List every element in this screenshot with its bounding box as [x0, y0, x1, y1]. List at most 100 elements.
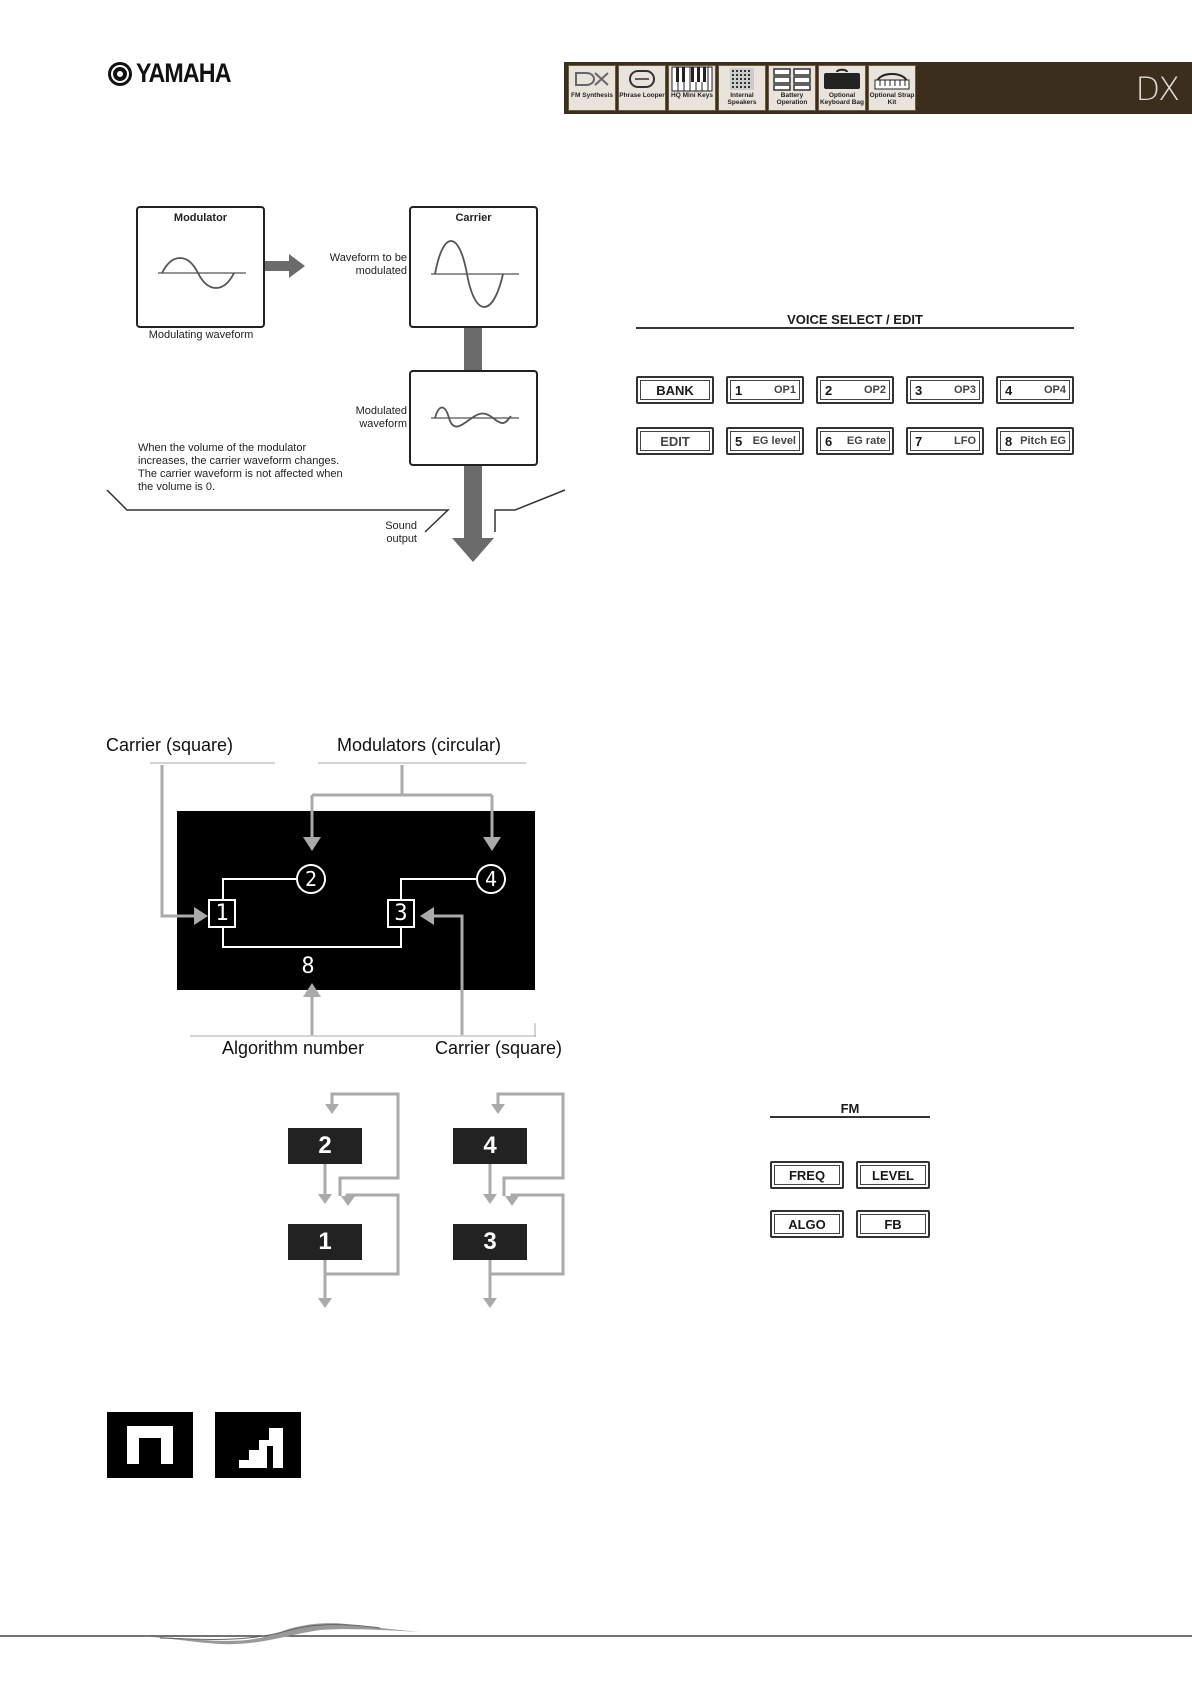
op3-button[interactable]: 3 OP3: [906, 376, 984, 404]
lfo-button[interactable]: 7 LFO: [906, 427, 984, 455]
eg-level-button[interactable]: 5 EG level: [726, 427, 804, 455]
op4-button[interactable]: 4 OP4: [996, 376, 1074, 404]
button-label: LEVEL: [872, 1167, 914, 1183]
button-number: 7: [915, 433, 923, 449]
bank-button[interactable]: BANK: [636, 376, 714, 404]
op1-button[interactable]: 1 OP1: [726, 376, 804, 404]
eg-rate-button[interactable]: 6 EG rate: [816, 427, 894, 455]
carrier-label-top: Carrier (square): [106, 735, 234, 755]
tile-keyboard-bag: Optional Keyboard Bag: [818, 65, 866, 111]
voice-panel-title: VOICE SELECT / EDIT: [787, 312, 923, 327]
button-function: Pitch EG: [1020, 435, 1066, 447]
feature-strip: FM Synthesis Phrase Looper HQ Mini Keys …: [564, 62, 1192, 114]
battery-icon: [769, 66, 815, 92]
dx-icon: [569, 66, 615, 92]
button-label: ALGO: [788, 1216, 826, 1232]
tile-label: Optional Strap Kit: [869, 92, 915, 106]
bag-icon: [819, 66, 865, 92]
pitch-eg-button[interactable]: 8 Pitch EG: [996, 427, 1074, 455]
tile-label: FM Synthesis: [571, 92, 613, 99]
tile-label: HQ Mini Keys: [671, 92, 713, 99]
tile-strap-kit: Optional Strap Kit: [868, 65, 916, 111]
speaker-grille-icon: [719, 66, 765, 92]
tile-label: Phrase Looper: [619, 92, 665, 99]
tile-battery-operation: Battery Operation: [768, 65, 816, 111]
button-number: 3: [915, 382, 923, 398]
tile-internal-speakers: Internal Speakers: [718, 65, 766, 111]
carrier-title: Carrier: [455, 212, 492, 224]
callout-arrows: [150, 762, 536, 1037]
modulators-label: Modulators (circular): [337, 735, 502, 755]
carrier-label-bottom: Carrier (square): [435, 1038, 563, 1058]
arrow-right-icon: [265, 254, 305, 278]
level-button[interactable]: LEVEL: [856, 1161, 930, 1189]
op2-button[interactable]: 2 OP2: [816, 376, 894, 404]
tile-fm-synthesis: FM Synthesis: [568, 65, 616, 111]
operator-1-carrier: 1: [208, 899, 236, 928]
button-label: FB: [884, 1216, 902, 1232]
tuning-fork-logo-icon: [108, 61, 132, 86]
button-number: 4: [1005, 382, 1013, 398]
button-number: 2: [825, 382, 833, 398]
tile-label: Internal Speakers: [727, 92, 757, 106]
modulator-title: Modulator: [173, 212, 228, 224]
freq-button[interactable]: FREQ: [770, 1161, 844, 1189]
tile-label: Battery Operation: [776, 92, 808, 106]
feedback-op-4: 4: [453, 1128, 527, 1164]
button-number: 5: [735, 433, 743, 449]
edit-button[interactable]: EDIT: [636, 427, 714, 455]
button-function: LFO: [954, 435, 976, 447]
algorithm-lcd: 1 2 3 4 8: [177, 811, 535, 990]
fb-button[interactable]: FB: [856, 1210, 930, 1238]
button-label: BANK: [656, 382, 694, 398]
modulated-waveform-label: Modulated waveform: [355, 405, 407, 430]
feedback-routing-lines: [318, 1092, 565, 1308]
voice-panel-rule: [636, 327, 1074, 329]
modulator-stair-glyph-icon: [215, 1412, 301, 1478]
loop-icon: [619, 66, 665, 92]
tile-phrase-looper: Phrase Looper: [618, 65, 666, 111]
button-label: EDIT: [660, 433, 690, 449]
algo-button[interactable]: ALGO: [770, 1210, 844, 1238]
feedback-op-3: 3: [453, 1224, 527, 1260]
button-function: OP4: [1043, 384, 1066, 396]
modulator-volume-note: When the volume of the modulator increas…: [138, 442, 343, 493]
feedback-op-2: 2: [288, 1128, 362, 1164]
modulated-box: [409, 370, 538, 466]
yamaha-logo: YAMAHA: [108, 58, 246, 89]
button-function: EG rate: [846, 435, 886, 447]
carrier-sine-icon: [431, 240, 519, 308]
button-function: OP3: [953, 384, 976, 396]
footer-swoosh: [0, 1623, 1192, 1645]
carrier-square-glyph-icon: [107, 1412, 193, 1478]
button-number: 8: [1005, 433, 1013, 449]
button-number: 1: [735, 382, 743, 398]
algorithm-number-label: Algorithm number: [222, 1038, 365, 1058]
carrier-box: Carrier: [409, 206, 538, 328]
operator-4-modulator: 4: [476, 864, 506, 894]
waveform-to-be-modulated-label: Waveform to be modulated: [329, 252, 407, 277]
tile-hq-mini-keys: HQ Mini Keys: [668, 65, 716, 111]
modulating-waveform-label: Modulating waveform: [148, 329, 254, 341]
feedback-op-1: 1: [288, 1224, 362, 1260]
sound-output-label: Sound output: [385, 520, 417, 545]
button-function: OP2: [863, 384, 886, 396]
button-number: 6: [825, 433, 833, 449]
tile-label: Optional Keyboard Bag: [819, 92, 865, 106]
modulating-sine-icon: [158, 257, 246, 289]
brand-name: YAMAHA: [136, 58, 231, 88]
button-function: OP1: [773, 384, 796, 396]
strap-icon: [869, 66, 915, 92]
operator-2-modulator: 2: [296, 864, 326, 894]
algorithm-routing-lines: [222, 878, 476, 948]
modulator-box: Modulator: [136, 206, 265, 328]
button-function: EG level: [752, 435, 796, 447]
output-funnel-icon: [106, 466, 566, 562]
algorithm-number: 8: [301, 954, 315, 979]
operator-3-carrier: 3: [387, 899, 415, 928]
button-label: FREQ: [788, 1167, 826, 1183]
connector-bar: [464, 328, 482, 370]
keys-icon: [669, 66, 715, 92]
dx-logo-text: DX: [1135, 70, 1180, 108]
modulated-wave-icon: [431, 406, 519, 428]
